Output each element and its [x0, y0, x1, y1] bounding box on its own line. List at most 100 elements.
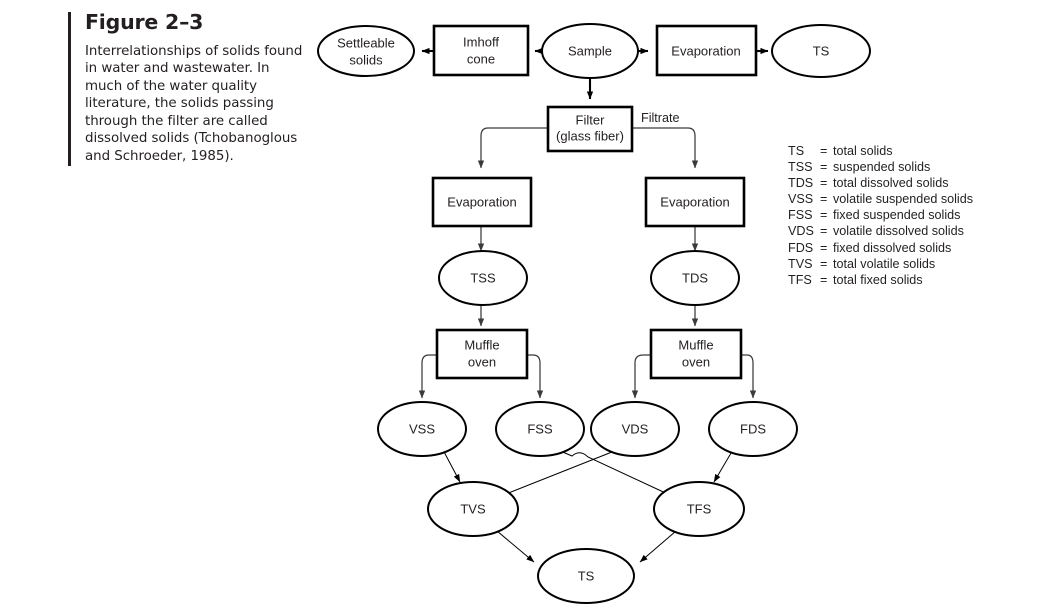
legend-equals: =: [820, 192, 828, 207]
muffle-oven-left-box: [435, 328, 529, 380]
legend-abbr: FDS: [788, 240, 814, 255]
legend-equals: =: [820, 176, 828, 191]
abbreviation-legend: TS = total solids TSS = suspended solids…: [788, 144, 973, 289]
legend-description: total fixed solids: [833, 272, 923, 287]
legend-row: VDS = volatile dissolved solids: [788, 224, 973, 240]
legend-abbr: TDS: [788, 176, 814, 191]
ts-bottom-ellipse: [537, 548, 635, 604]
node-imhoff-cone[interactable]: Imhoff cone: [432, 24, 530, 77]
edge-tvs-to-ts: [496, 530, 535, 563]
imhoff-cone-box: [432, 24, 530, 77]
edge-muffle-left-to-fss: [527, 354, 544, 399]
edge-muffle-right-to-fds: [741, 354, 757, 399]
legend-equals: =: [820, 208, 828, 223]
legend-equals: =: [820, 224, 828, 239]
legend-description: volatile dissolved solids: [833, 224, 964, 239]
node-ts-bottom[interactable]: TS: [537, 548, 635, 604]
tvs-ellipse: [427, 481, 519, 537]
node-evaporation-right[interactable]: Evaporation: [644, 176, 746, 228]
node-muffle-oven-left[interactable]: Muffle oven: [435, 328, 529, 380]
legend-row: TDS = total dissolved solids: [788, 176, 973, 192]
vss-ellipse: [377, 401, 467, 457]
edge-muffle-left-to-vss: [418, 354, 437, 399]
legend-equals: =: [820, 144, 828, 158]
ts-top-ellipse: [771, 24, 871, 78]
node-tss[interactable]: TSS: [438, 250, 528, 306]
legend-row: TFS = total fixed solids: [788, 273, 973, 289]
node-vss[interactable]: VSS: [377, 401, 467, 457]
tds-ellipse: [650, 250, 740, 306]
edge-muffle-right-to-vds: [631, 354, 651, 399]
tss-label: TSS: [470, 270, 496, 285]
node-vds[interactable]: VDS: [590, 401, 680, 457]
muffle-oven-left-label-line2: oven: [468, 354, 496, 369]
edge-filter-to-evaporation-left: [477, 127, 548, 169]
fds-label: FDS: [740, 421, 766, 436]
muffle-oven-left-label-line1: Muffle: [464, 337, 499, 352]
edge-fds-to-tfs: [713, 447, 735, 483]
legend-abbr: VDS: [788, 224, 814, 239]
legend-abbr: TVS: [788, 256, 813, 271]
tvs-label: TVS: [460, 501, 486, 516]
legend-equals: =: [820, 240, 828, 255]
evaporation-right-label: Evaporation: [660, 194, 729, 209]
node-tvs[interactable]: TVS: [427, 481, 519, 537]
node-fds[interactable]: FDS: [708, 401, 798, 457]
node-fss[interactable]: FSS: [495, 401, 585, 457]
imhoff-cone-label-line2: cone: [467, 51, 495, 66]
tfs-ellipse: [653, 481, 745, 537]
filtrate-edge-label: Filtrate: [641, 111, 680, 125]
settleable-solids-label-line1: Settleable: [337, 35, 395, 50]
node-muffle-oven-right[interactable]: Muffle oven: [649, 328, 743, 380]
legend-row: TSS = suspended solids: [788, 160, 973, 176]
figure-caption-block: Figure 2–3 Interrelationships of solids …: [68, 10, 304, 166]
legend-equals: =: [820, 256, 828, 271]
figure-caption-text: Interrelationships of solids found in wa…: [85, 43, 303, 165]
legend-description: fixed suspended solids: [833, 208, 961, 223]
tfs-label: TFS: [687, 501, 712, 516]
sample-label: Sample: [568, 43, 612, 58]
fss-label: FSS: [527, 421, 553, 436]
node-tfs[interactable]: TFS: [653, 481, 745, 537]
tss-ellipse: [438, 250, 528, 306]
node-evaporation-top[interactable]: Evaporation: [655, 24, 758, 77]
imhoff-cone-label-line1: Imhoff: [463, 34, 499, 49]
node-ts-top[interactable]: TS: [771, 24, 871, 78]
edge-fss-to-tfs: [557, 449, 673, 497]
filter-label-line2: (glass fiber): [556, 128, 624, 143]
tds-label: TDS: [682, 270, 708, 285]
settleable-solids-ellipse: [317, 25, 415, 77]
legend-description: suspended solids: [833, 160, 931, 175]
legend-description: total solids: [833, 144, 893, 158]
node-tds[interactable]: TDS: [650, 250, 740, 306]
node-filter[interactable]: Filter (glass fiber): [546, 105, 634, 153]
legend-description: volatile suspended solids: [833, 192, 974, 207]
legend-abbr: TFS: [788, 272, 812, 287]
evaporation-right-box: [644, 176, 746, 228]
filter-label-line1: Filter: [576, 112, 606, 127]
ts-top-label: TS: [813, 43, 830, 58]
edge-vds-to-tvs: [500, 449, 618, 497]
muffle-oven-right-box: [649, 328, 743, 380]
legend-row: FSS = fixed suspended solids: [788, 208, 973, 224]
legend-description: fixed dissolved solids: [833, 240, 952, 255]
legend-row: TS = total solids: [788, 144, 973, 160]
legend-row: FDS = fixed dissolved solids: [788, 241, 973, 257]
node-evaporation-left[interactable]: Evaporation: [431, 176, 533, 228]
legend-abbr: TS: [788, 144, 805, 158]
legend-row: VSS = volatile suspended solids: [788, 192, 973, 208]
node-sample[interactable]: Sample: [541, 23, 639, 79]
muffle-oven-right-label-line2: oven: [682, 354, 710, 369]
legend-equals: =: [820, 272, 828, 287]
legend-equals: =: [820, 160, 828, 175]
vds-label: VDS: [622, 421, 649, 436]
legend-abbr: VSS: [788, 192, 814, 207]
vds-ellipse: [590, 401, 680, 457]
fds-ellipse: [708, 401, 798, 457]
evaporation-top-label: Evaporation: [671, 43, 740, 58]
edge-vss-to-tvs: [441, 447, 461, 483]
node-settleable-solids[interactable]: Settleable solids: [317, 25, 415, 77]
figure-number-title: Figure 2–3: [85, 10, 204, 34]
muffle-oven-right-label-line1: Muffle: [678, 337, 713, 352]
